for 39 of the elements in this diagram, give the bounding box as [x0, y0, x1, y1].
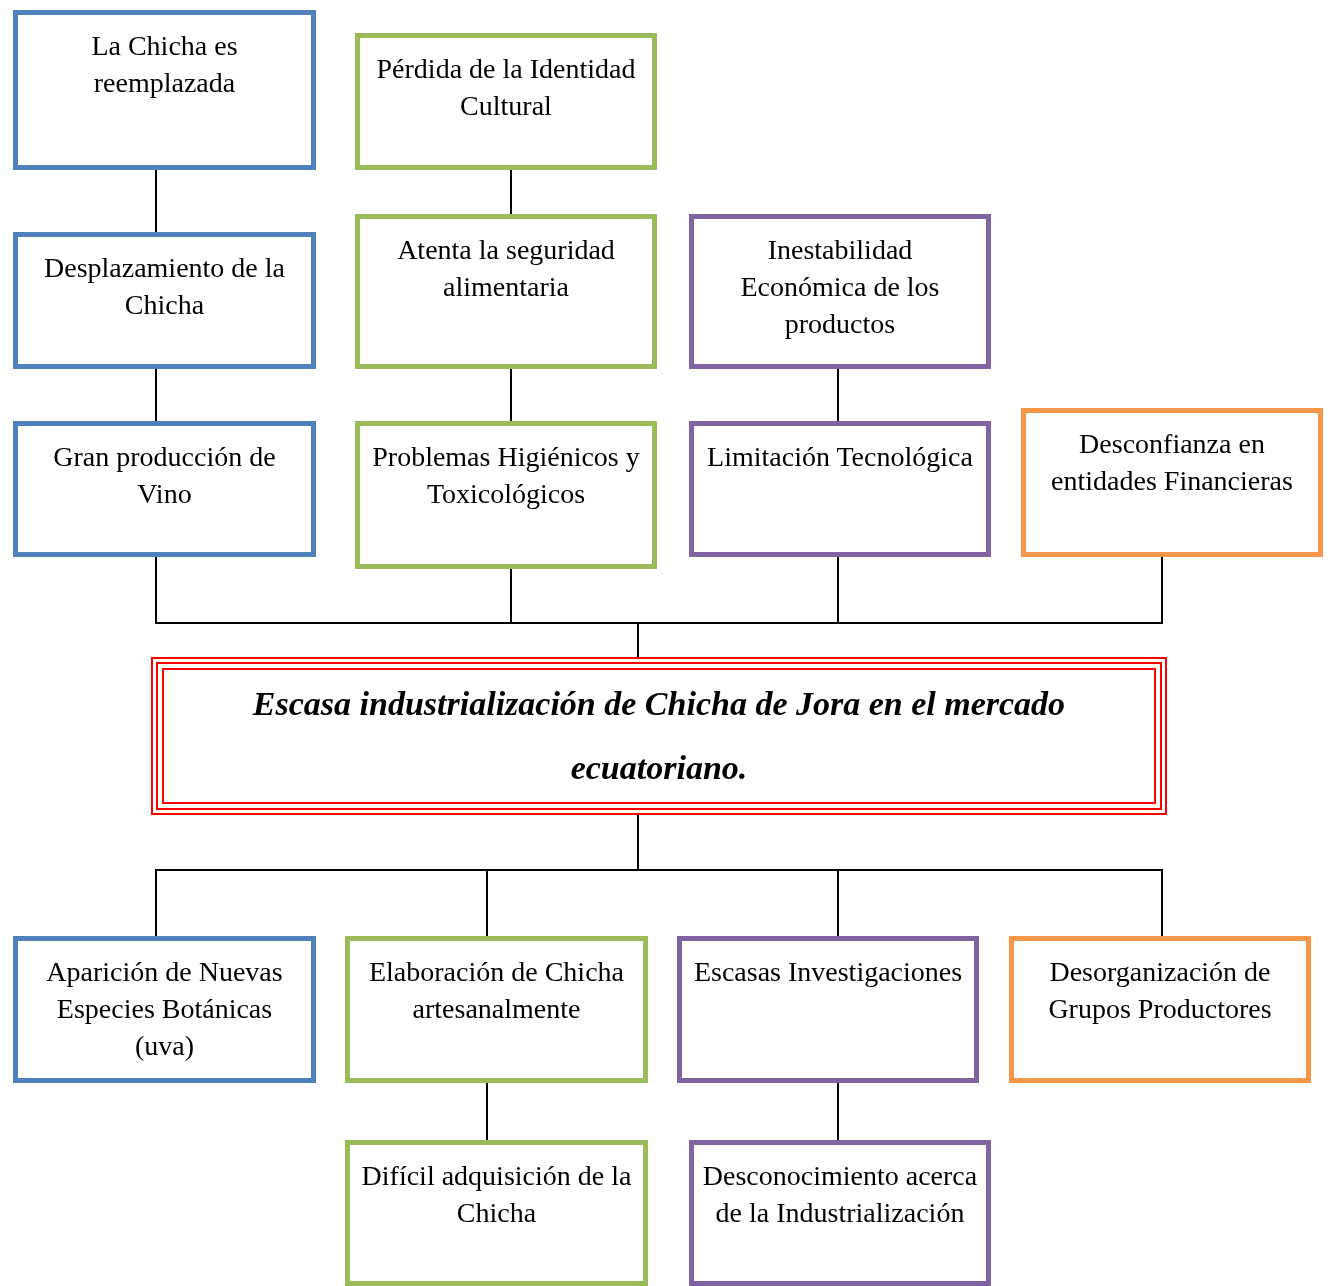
problem-text: Escasa industrialización de Chicha de Jora en el mercado ecuatoriano.: [251, 684, 1067, 788]
cause-effect-box: [13, 936, 316, 1083]
cause-effect-box: [689, 1140, 991, 1286]
connector-line: [510, 368, 512, 422]
cause-effect-box: [13, 10, 316, 170]
cause-effect-box: [1021, 408, 1323, 557]
connector-line: [155, 169, 157, 233]
box-text: Elaboración de Chicha artesanalmente: [368, 955, 625, 1026]
box-text: Difícil adquisición de la Chicha: [360, 1159, 633, 1230]
box-text: Pérdida de la Identidad Cultural: [375, 52, 637, 123]
box-text: Problemas Higiénicos y Toxicológicos: [371, 440, 641, 511]
box-text: Limitación Tecnológica: [707, 440, 973, 474]
box-text: Inestabilidad Económica de los productos: [739, 233, 941, 341]
cause-effect-box: [13, 232, 316, 369]
cause-effect-box: [355, 214, 657, 369]
cause-effect-box: [1009, 936, 1311, 1083]
box-text: La Chicha es reemplazada: [90, 29, 239, 100]
cause-effect-box: [355, 33, 657, 170]
box-text: Desconfianza en entidades Financieras: [1050, 427, 1294, 498]
box-text: Desconocimiento acerca de la Industrialización: [702, 1159, 978, 1230]
connector-line: [486, 1082, 488, 1141]
connector-line: [837, 1082, 839, 1141]
problem-box: [151, 657, 1167, 815]
box-text: Escasas Investigaciones: [693, 955, 963, 989]
cause-effect-box: [689, 421, 991, 557]
connector-line: [510, 169, 512, 215]
cause-effect-box: [677, 936, 979, 1083]
cause-effect-box: [345, 1140, 648, 1286]
connector-line: [155, 368, 157, 422]
box-text: Gran producción de Vino: [52, 440, 277, 511]
box-text: Desplazamiento de la Chicha: [43, 251, 286, 322]
cause-effect-box: [13, 421, 316, 557]
cause-effect-box: [689, 214, 991, 369]
box-text: Desorganización de Grupos Productores: [1047, 955, 1273, 1026]
cause-effect-box: [355, 421, 657, 569]
box-text: Atenta la seguridad alimentaria: [396, 233, 616, 304]
cause-effect-box: [345, 936, 648, 1083]
box-text: Aparición de Nuevas Especies Botánicas (uva): [45, 955, 284, 1063]
connector-line: [837, 368, 839, 422]
